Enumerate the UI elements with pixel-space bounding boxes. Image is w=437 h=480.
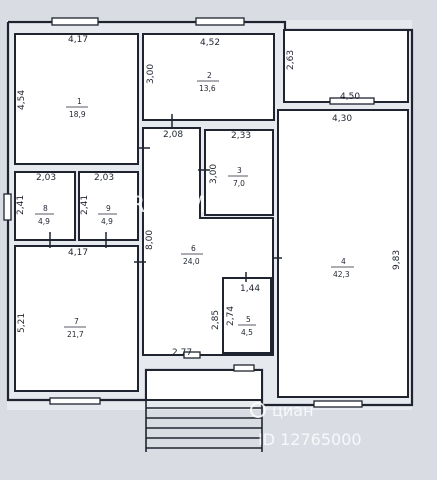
room-6-number: 6 (191, 244, 196, 253)
room-1-number: 1 (77, 97, 82, 106)
room-7-number: 7 (74, 317, 79, 326)
dim-room9-width: 2,03 (94, 173, 114, 183)
room-labels: 1 18,9 2 13,6 3 7,0 4 42,3 5 4,5 6 24,0 … (35, 71, 354, 339)
dim-room4-height: 9,83 (392, 250, 402, 270)
dim-room8-width: 2,03 (36, 173, 56, 183)
dim-room4-width: 4,30 (332, 114, 352, 124)
room-3-number: 3 (237, 166, 242, 175)
dim-room7-height: 5,21 (17, 313, 27, 333)
room-4 (277, 109, 409, 398)
dim-hall-height: 8,00 (145, 230, 155, 250)
watermark-cian-text: циан (272, 401, 314, 420)
dim-room2-height: 3,00 (146, 64, 156, 84)
room-4-area: 42,3 (333, 270, 350, 279)
room-2-number: 2 (207, 71, 212, 80)
room-9-area: 4,9 (101, 217, 113, 226)
room-3-area: 7,0 (233, 179, 245, 188)
watermark-brand: RAN MAYAK (130, 193, 265, 218)
stairs (145, 400, 263, 452)
dim-room1-width: 4,17 (68, 35, 88, 45)
room-8-number: 8 (43, 204, 48, 213)
room-6-area: 24,0 (183, 257, 200, 266)
dim-room2-width: 4,52 (200, 38, 220, 48)
room-2 (142, 33, 275, 121)
dim-room8-height: 2,41 (16, 195, 26, 215)
room-2-area: 13,6 (199, 84, 216, 93)
windows (3, 17, 375, 408)
room-5 (222, 277, 272, 354)
room-9 (78, 171, 139, 241)
balcony-area (283, 29, 409, 103)
dim-room5-width: 1,44 (240, 284, 260, 294)
room-8-area: 4,9 (38, 217, 50, 226)
dim-room3-width: 2,33 (231, 131, 251, 141)
room-1 (14, 33, 139, 165)
door-marks (49, 114, 282, 282)
dim-balcony-width: 4,50 (340, 92, 360, 102)
porch (145, 369, 263, 401)
room-8 (14, 171, 76, 241)
dim-room1-height: 4,54 (17, 90, 27, 110)
dim-hall-top: 2,08 (163, 130, 183, 140)
room-9-number: 9 (106, 204, 111, 213)
room-5-number: 5 (246, 315, 251, 324)
room-4-number: 4 (341, 257, 346, 266)
dim-room5-height: 2,74 (226, 306, 236, 326)
dim-room9-height: 2,41 (80, 195, 90, 215)
watermark-id: ID 12765000 (258, 430, 362, 449)
dim-room5-outer-height: 2,85 (211, 310, 221, 330)
dim-room3-height: 3,00 (209, 164, 219, 184)
dim-balcony-height: 2,63 (286, 50, 296, 70)
room-1-area: 18,9 (69, 110, 86, 119)
watermark-cian-logo: циан (250, 401, 314, 420)
room-3 (204, 129, 274, 216)
room-7 (14, 245, 139, 392)
room-7-area: 21,7 (67, 330, 84, 339)
dim-room7-width: 4,17 (68, 248, 88, 258)
room-5-area: 4,5 (241, 328, 253, 337)
dim-entrance-width: 2,77 (172, 348, 192, 358)
